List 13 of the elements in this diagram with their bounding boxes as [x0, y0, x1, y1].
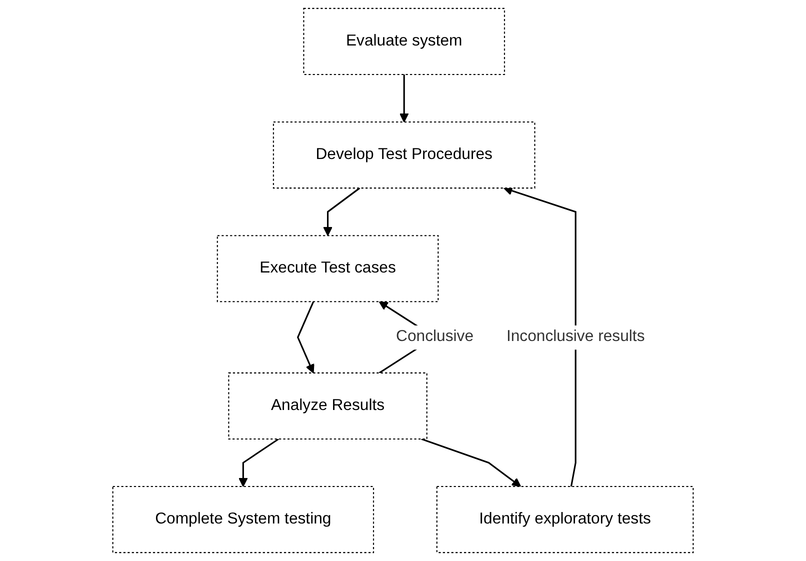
node-box: Identify exploratory tests: [436, 486, 694, 554]
node-box: Complete System testing: [112, 486, 374, 554]
arrow: [238, 438, 280, 487]
node-box: Develop Test Procedures: [272, 122, 536, 189]
arrow: [399, 74, 409, 122]
arrow: [323, 187, 360, 236]
arrow: [296, 301, 314, 374]
node-box: Execute Test cases: [216, 235, 439, 302]
node-box: Analyze Results: [228, 372, 428, 440]
edge-label: Inconclusive results: [506, 328, 645, 346]
arrow: [421, 438, 522, 487]
node-box: Evaluate system: [303, 8, 506, 76]
edge-label: Conclusive: [396, 328, 474, 346]
